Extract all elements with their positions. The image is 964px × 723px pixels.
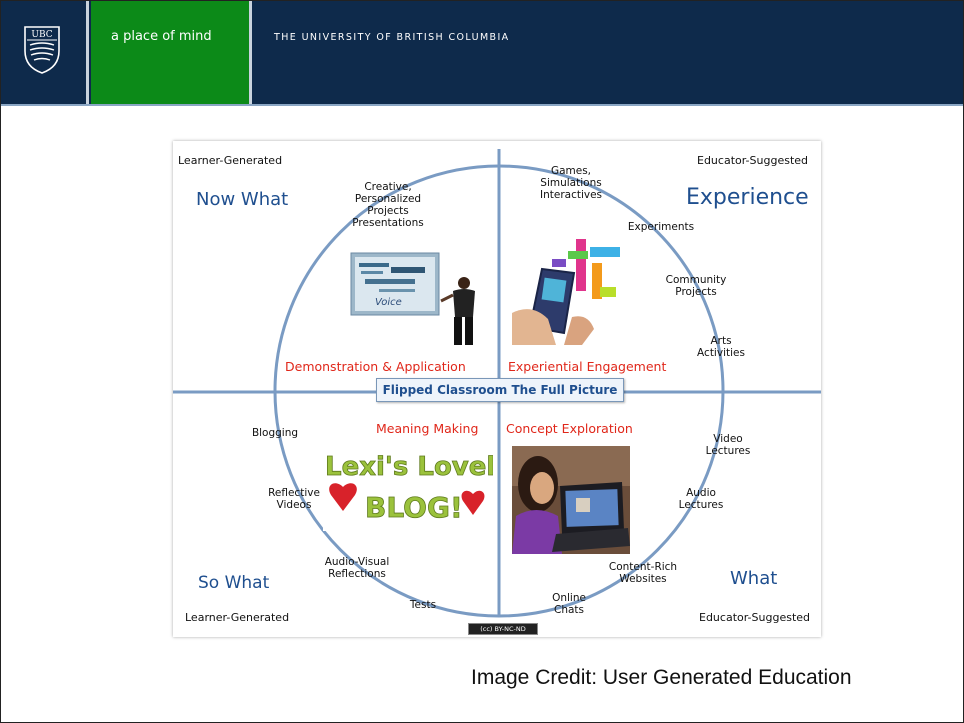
activity-online-chats: Online Chats xyxy=(552,592,586,616)
activity-video-lectures: Video Lectures xyxy=(705,433,751,457)
header-underline xyxy=(1,104,963,106)
phone-illustration xyxy=(512,233,630,345)
corner-bottom-left: Learner-Generated xyxy=(185,611,290,624)
blog-image-blog: BLOG! xyxy=(365,491,463,524)
heart-right-icon xyxy=(461,490,485,515)
phase-experiential-engagement: Experiential Engagement xyxy=(508,359,667,374)
tagline: a place of mind xyxy=(111,29,212,44)
quadrant-title-experience: Experience xyxy=(686,185,809,210)
activity-audio-lectures: Audio Lectures xyxy=(678,487,724,511)
phase-concept-exploration: Concept Exploration xyxy=(506,421,633,436)
flipped-classroom-diagram: Learner-Generated Educator-Suggested Lea… xyxy=(173,141,821,637)
ubc-crest-icon: UBC xyxy=(24,26,60,74)
header-divider-left xyxy=(86,1,89,104)
quadrant-title-what: What xyxy=(730,568,778,589)
phase-meaning-making: Meaning Making xyxy=(376,421,479,436)
quadrant-title-now-what: Now What xyxy=(196,189,289,210)
activity-arts: Arts Activities xyxy=(697,335,745,359)
phase-demonstration-application: Demonstration & Application xyxy=(285,359,466,374)
tagline-box xyxy=(91,1,249,104)
activity-content-rich-websites: Content-Rich Websites xyxy=(608,561,678,585)
laptop-illustration xyxy=(512,446,630,554)
corner-top-left: Learner-Generated xyxy=(178,154,283,167)
poster-word: Voice xyxy=(375,297,402,308)
center-title-banner: Flipped Classroom The Full Picture xyxy=(376,378,624,402)
laptop-photo xyxy=(512,446,630,554)
header-bar: UBC a place of mind THE UNIVERSITY OF BR… xyxy=(1,1,963,104)
heart-left-icon xyxy=(329,483,357,511)
header-divider-right xyxy=(249,1,252,104)
presentation-illustration: Voice xyxy=(349,251,484,353)
corner-bottom-right: Educator-Suggested xyxy=(699,611,811,624)
quadrant-title-so-what: So What xyxy=(198,573,270,593)
blog-illustration: Lexi's Lovely BLOG! xyxy=(323,441,493,531)
activity-creative-projects: Creative, Personalized Projects Presenta… xyxy=(352,181,424,229)
image-credit: Image Credit: User Generated Education xyxy=(471,666,852,689)
activity-community-projects: Community Projects xyxy=(665,274,727,298)
blog-graphic: Lexi's Lovely BLOG! xyxy=(323,441,493,531)
blog-image-title: Lexi's Lovely xyxy=(325,452,493,482)
activity-blogging: Blogging xyxy=(251,427,299,439)
university-name: THE UNIVERSITY OF BRITISH COLUMBIA xyxy=(274,32,510,43)
activity-tests: Tests xyxy=(409,599,437,611)
cc-license-badge: (cc) BY-NC-ND xyxy=(468,623,538,635)
activity-experiments: Experiments xyxy=(627,221,695,233)
activity-reflective-videos: Reflective Videos xyxy=(268,487,320,511)
presentation-photo: Voice xyxy=(349,251,484,353)
activity-games: Games, Simulations Interactives xyxy=(539,165,603,201)
corner-top-right: Educator-Suggested xyxy=(697,154,809,167)
phone-photo xyxy=(512,233,630,345)
logo-text: UBC xyxy=(31,30,52,40)
activity-audio-visual-reflections: Audio-Visual Reflections xyxy=(324,556,390,580)
